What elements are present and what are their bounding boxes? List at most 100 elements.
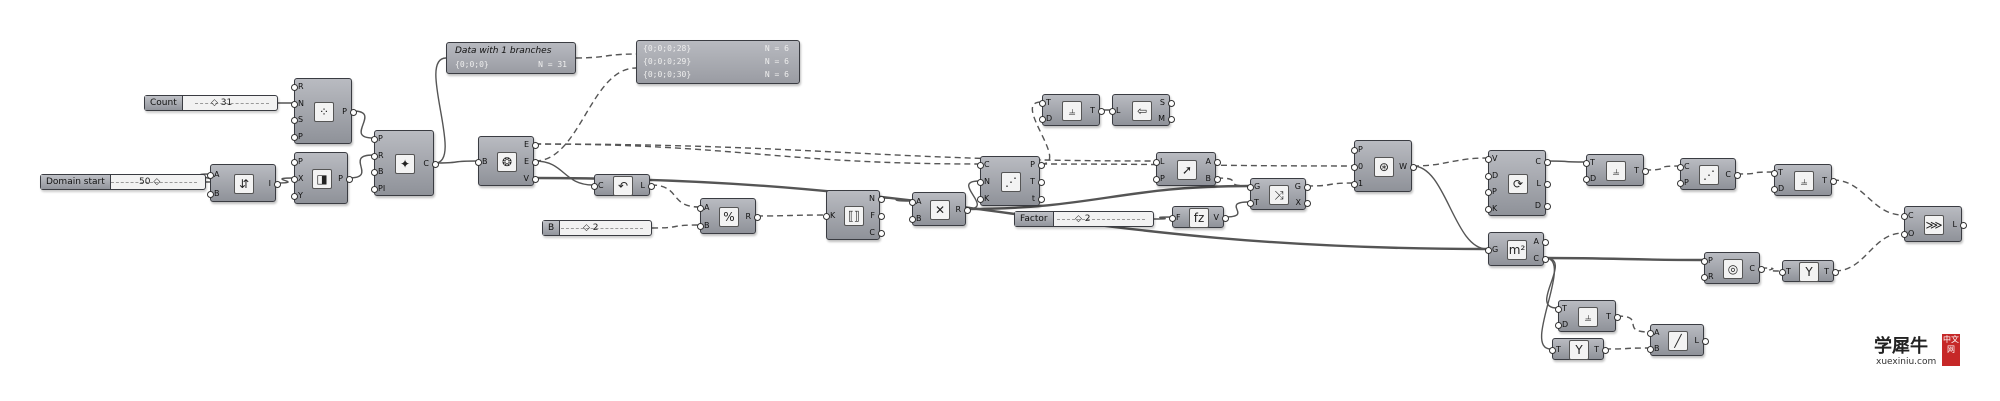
port-in-grip[interactable]	[1901, 231, 1908, 238]
port-in-grip[interactable]	[291, 193, 298, 200]
port-in-grip[interactable]	[1677, 164, 1684, 171]
port-in-grip[interactable]	[371, 186, 378, 193]
port-out-grip[interactable]	[1758, 266, 1765, 273]
port-in-grip[interactable]	[977, 196, 984, 203]
port-out-grip[interactable]	[1168, 100, 1175, 107]
port-in-grip[interactable]	[1485, 189, 1492, 196]
port-in-grip[interactable]	[823, 213, 830, 220]
port-in-grip[interactable]	[207, 172, 214, 179]
b-slider[interactable]: B ◇ 2	[542, 220, 652, 236]
port-out-grip[interactable]	[1544, 159, 1551, 166]
port-in-grip[interactable]	[1647, 346, 1654, 353]
port-out-grip[interactable]	[1038, 196, 1045, 203]
port-in-grip[interactable]	[1485, 247, 1492, 254]
port-out-grip[interactable]	[532, 159, 539, 166]
port-in-grip[interactable]	[591, 183, 598, 190]
port-out-grip[interactable]	[1098, 108, 1105, 115]
port-in-grip[interactable]	[1351, 181, 1358, 188]
domain-start-slider[interactable]: Domain start 50 ◇	[40, 174, 206, 190]
port-out-grip[interactable]	[1214, 176, 1221, 183]
port-in-grip[interactable]	[1169, 215, 1176, 222]
port-out-grip[interactable]	[432, 161, 439, 168]
port-out-grip[interactable]	[1304, 184, 1311, 191]
port-out-grip[interactable]	[1614, 314, 1621, 321]
port-in-grip[interactable]	[909, 199, 916, 206]
port-out-grip[interactable]	[1544, 203, 1551, 210]
port-in-grip[interactable]	[1153, 176, 1160, 183]
port-in-grip[interactable]	[1351, 147, 1358, 154]
port-in-grip[interactable]	[371, 136, 378, 143]
port-out-grip[interactable]	[878, 213, 885, 220]
port-in-grip[interactable]	[977, 162, 984, 169]
port-out-grip[interactable]	[532, 142, 539, 149]
port-out-grip[interactable]	[648, 183, 655, 190]
count-slider[interactable]: Count ◇ 31	[144, 95, 278, 111]
port-in-grip[interactable]	[1677, 180, 1684, 187]
port-in-grip[interactable]	[1485, 206, 1492, 213]
port-in-grip[interactable]	[371, 169, 378, 176]
port-in-grip[interactable]	[291, 176, 298, 183]
port-in-grip[interactable]	[1039, 100, 1046, 107]
port-in-grip[interactable]	[1583, 160, 1590, 167]
port-out-grip[interactable]	[1168, 116, 1175, 123]
port-out-grip[interactable]	[350, 109, 357, 116]
port-in-grip[interactable]	[475, 159, 482, 166]
port-out-grip[interactable]	[1222, 215, 1229, 222]
port-out-grip[interactable]	[1038, 162, 1045, 169]
port-in-grip[interactable]	[291, 84, 298, 91]
port-out-grip[interactable]	[532, 176, 539, 183]
port-in-grip[interactable]	[1153, 159, 1160, 166]
port-in-grip[interactable]	[1555, 322, 1562, 329]
port-in-grip[interactable]	[1247, 184, 1254, 191]
port-out-grip[interactable]	[1734, 172, 1741, 179]
port-in-grip[interactable]	[697, 205, 704, 212]
factor-slider[interactable]: Factor ◇ 2	[1014, 211, 1154, 227]
port-in-grip[interactable]	[291, 117, 298, 124]
port-in-grip[interactable]	[1247, 200, 1254, 207]
port-in-grip[interactable]	[1701, 274, 1708, 281]
port-out-grip[interactable]	[1702, 338, 1709, 345]
port-out-grip[interactable]	[964, 207, 971, 214]
port-in-grip[interactable]	[1771, 170, 1778, 177]
port-in-grip[interactable]	[1701, 258, 1708, 265]
port-out-grip[interactable]	[1960, 222, 1967, 229]
port-out-grip[interactable]	[346, 176, 353, 183]
port-in-grip[interactable]	[1771, 186, 1778, 193]
port-in-grip[interactable]	[1583, 176, 1590, 183]
tree-panel[interactable]: {0;0;0;28}N = 6{0;0;0;29}N = 6{0;0;0;30}…	[636, 40, 800, 84]
port-in-grip[interactable]	[977, 179, 984, 186]
port-in-grip[interactable]	[1485, 173, 1492, 180]
port-out-grip[interactable]	[1542, 239, 1549, 246]
port-out-grip[interactable]	[1038, 179, 1045, 186]
port-in-grip[interactable]	[207, 191, 214, 198]
port-in-grip[interactable]	[1109, 108, 1116, 115]
data-panel[interactable]: Data with 1 branches {0;0;0} N = 31	[446, 42, 576, 74]
port-in-grip[interactable]	[697, 223, 704, 230]
port-out-grip[interactable]	[1544, 181, 1551, 188]
port-in-grip[interactable]	[909, 216, 916, 223]
port-out-grip[interactable]	[1304, 200, 1311, 207]
port-in-grip[interactable]	[1555, 306, 1562, 313]
port-out-grip[interactable]	[1830, 178, 1837, 185]
port-in-grip[interactable]	[1779, 269, 1786, 276]
